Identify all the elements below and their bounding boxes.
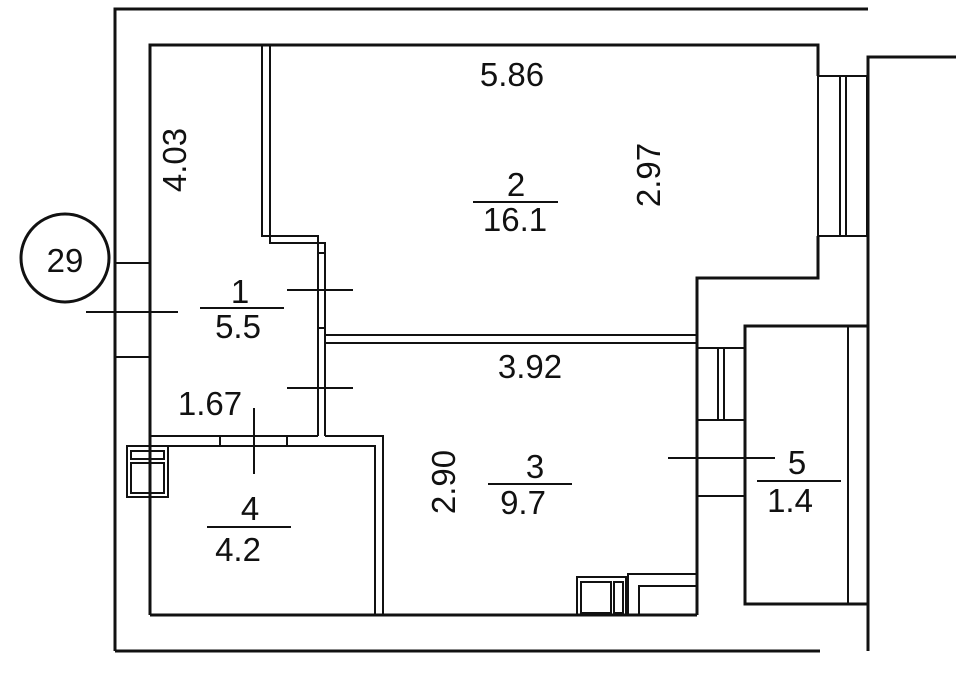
- axis-crosses: [86, 289, 775, 474]
- dim-room3-depth: 2.90: [425, 450, 462, 514]
- dim-room2-width: 5.86: [480, 56, 544, 93]
- room-5-area: 1.4: [767, 482, 813, 519]
- dim-room1-width: 1.67: [178, 385, 242, 422]
- fixtures: [126, 445, 697, 616]
- room-3-number: 3: [526, 448, 544, 485]
- windows: [115, 75, 868, 497]
- room-3-area: 9.7: [500, 484, 546, 521]
- room-2-number: 2: [507, 166, 525, 203]
- kitchen-counter: [627, 573, 697, 615]
- boiler-icon: [126, 445, 169, 498]
- room-4-area: 4.2: [215, 531, 261, 568]
- room-labels: 1 5.5 2 16.1 3 9.7 4 4.2 5 1.4: [200, 166, 841, 568]
- dim-room3-width: 3.92: [498, 348, 562, 385]
- interior-walls: [148, 43, 820, 617]
- room-1-area: 5.5: [215, 308, 261, 345]
- unit-number: 29: [47, 242, 84, 279]
- dim-room1-length: 4.03: [156, 128, 193, 192]
- room-4-number: 4: [241, 490, 259, 527]
- room-2-area: 16.1: [483, 201, 547, 238]
- unit-marker: 29: [19, 212, 111, 304]
- room-5-number: 5: [788, 444, 806, 481]
- dim-room2-depth: 2.97: [630, 143, 667, 207]
- stove-icon: [576, 576, 627, 616]
- balcony: [743, 324, 870, 606]
- dimension-labels: 5.86 2.97 4.03 1.67 3.92 2.90: [156, 56, 667, 514]
- room-1-number: 1: [231, 273, 249, 310]
